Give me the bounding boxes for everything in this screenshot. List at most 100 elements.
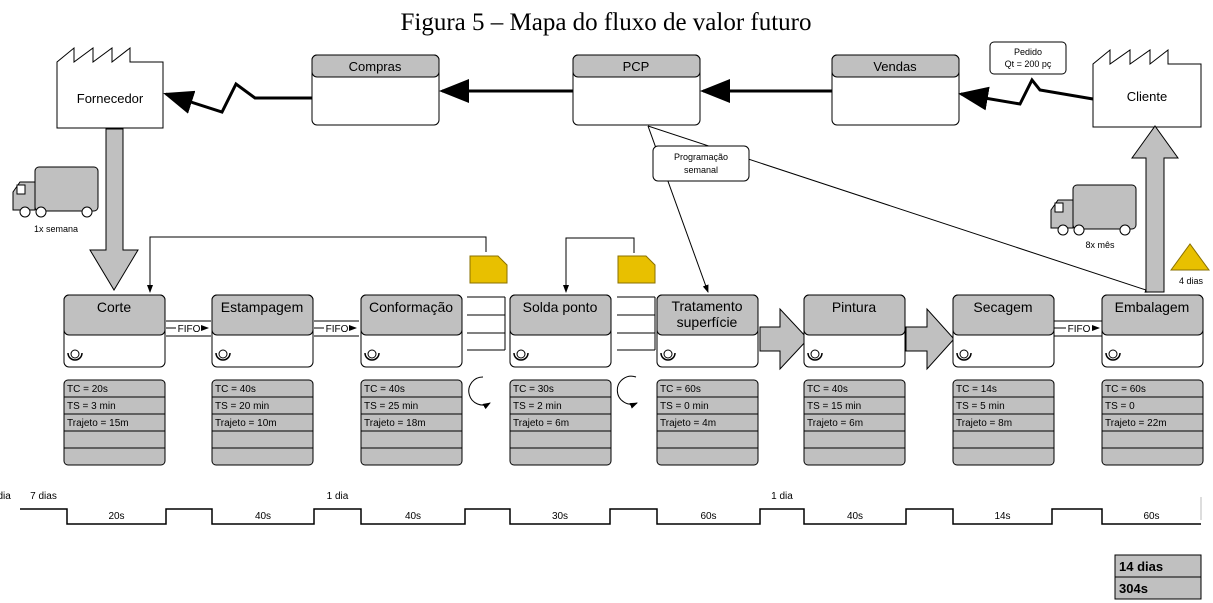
truck-inbound-icon <box>12 166 99 218</box>
process-name: Pintura <box>832 299 877 315</box>
inventory-triangle-icon <box>1170 243 1210 271</box>
vendas-label: Vendas <box>873 59 917 74</box>
process-name: Solda ponto <box>523 299 598 315</box>
truck-outbound-icon <box>1050 184 1137 236</box>
cycle-time: TC = 60s <box>1105 384 1146 395</box>
svg-text:Pedido: Pedido <box>1014 47 1042 57</box>
process-name: Secagem <box>973 299 1032 315</box>
setup-time: TS = 3 min <box>67 401 116 412</box>
travel-distance: Trajeto = 18m <box>364 418 426 429</box>
customer-shipment-arrow <box>1131 125 1179 293</box>
setup-time: TS = 0 min <box>660 401 709 412</box>
push-arrow-icon <box>905 307 955 371</box>
cycle-time-label: 40s <box>847 511 863 522</box>
process-name: Tratamento <box>671 298 742 314</box>
travel-distance: Trajeto = 6m <box>513 418 569 429</box>
timeline-line <box>20 508 1201 525</box>
summary-box: 14 dias 304s <box>1114 554 1202 600</box>
push-arrow-icon <box>759 307 809 371</box>
operator-icon <box>660 349 676 361</box>
svg-text:Qt = 200 pç: Qt = 200 pç <box>1005 59 1052 69</box>
electronic-flow-compras-supplier <box>163 81 312 114</box>
schedule-note: Programação semanal <box>652 145 750 182</box>
cycle-time: TC = 30s <box>513 384 554 395</box>
kanban-loop-1 <box>147 236 487 293</box>
compras-label: Compras <box>349 59 402 74</box>
travel-distance: Trajeto = 6m <box>807 418 863 429</box>
order-note: Pedido Qt = 200 pç <box>989 41 1067 75</box>
setup-time: TS = 5 min <box>956 401 1005 412</box>
operator-icon <box>364 349 380 361</box>
truck-outbound-label: 8x mês <box>1085 240 1115 250</box>
supplier-label: Fornecedor <box>77 91 144 106</box>
operator-icon <box>807 349 823 361</box>
electronic-flow-customer-vendas <box>958 77 1094 111</box>
customer-label: Cliente <box>1127 89 1167 104</box>
pull-arrow-icon <box>616 375 638 409</box>
process-name: Conformação <box>369 299 453 315</box>
process-data-box: TC = 60s TS = 0 Trajeto = 22m <box>1101 379 1204 466</box>
fifo-lane-1: FIFO <box>166 320 211 337</box>
fifo-lane-2: FIFO <box>314 320 359 337</box>
setup-time: TS = 20 min <box>215 401 269 412</box>
operator-icon <box>513 349 529 361</box>
pull-arrow-icon <box>468 376 491 410</box>
lead-time-total: 14 dias <box>1119 559 1163 574</box>
supermarket-icon <box>467 296 506 351</box>
inventory-label: 4 dias <box>1179 276 1204 286</box>
pcp-label: PCP <box>623 59 650 74</box>
process-7: Embalagem TC = 60s TS = 0 Trajeto = 22m <box>1101 294 1204 466</box>
kanban-card-icon <box>617 255 656 284</box>
operator-icon <box>215 349 231 361</box>
travel-distance: Trajeto = 10m <box>215 418 277 429</box>
fifo-lane-3: FIFO <box>1054 320 1102 337</box>
figure-title: Figura 5 – Mapa do fluxo de valor futuro <box>400 9 811 36</box>
kanban-card-icon <box>469 255 508 284</box>
operator-icon <box>1105 349 1121 361</box>
cycle-time: TC = 40s <box>215 384 256 395</box>
svg-text:Programação: Programação <box>674 152 728 162</box>
truck-inbound-label: 1x semana <box>34 224 78 234</box>
cycle-time: TC = 60s <box>660 384 701 395</box>
cycle-time-label: 30s <box>552 511 568 522</box>
travel-distance: Trajeto = 4m <box>660 418 716 429</box>
process-name-line2: superfície <box>677 314 738 330</box>
process-name: Embalagem <box>1115 299 1190 315</box>
cycle-time: TC = 40s <box>807 384 848 395</box>
cycle-time-label: 20s <box>108 511 124 522</box>
wait-time-label: 7 dias <box>30 491 57 502</box>
cycle-time-label: 14s <box>994 511 1010 522</box>
supplier-shipment-arrow <box>89 128 139 291</box>
kanban-loop-2 <box>563 237 635 293</box>
cycle-time-label: 40s <box>405 511 421 522</box>
cycle-time-label: 40s <box>255 511 271 522</box>
cycle-time: TC = 40s <box>364 384 405 395</box>
wait-time-label: 1 dia <box>0 491 11 502</box>
svg-text:FIFO: FIFO <box>1068 324 1091 335</box>
travel-distance: Trajeto = 22m <box>1105 418 1167 429</box>
process-name: Corte <box>97 299 131 315</box>
cycle-time: TC = 20s <box>67 384 108 395</box>
setup-time: TS = 2 min <box>513 401 562 412</box>
compras-box: Compras <box>311 54 440 126</box>
cycle-time-label: 60s <box>1143 511 1159 522</box>
setup-time: TS = 0 <box>1105 401 1135 412</box>
process-name: Estampagem <box>221 299 303 315</box>
supplier-factory: Fornecedor <box>56 46 164 129</box>
pcp-box: PCP <box>572 54 701 126</box>
